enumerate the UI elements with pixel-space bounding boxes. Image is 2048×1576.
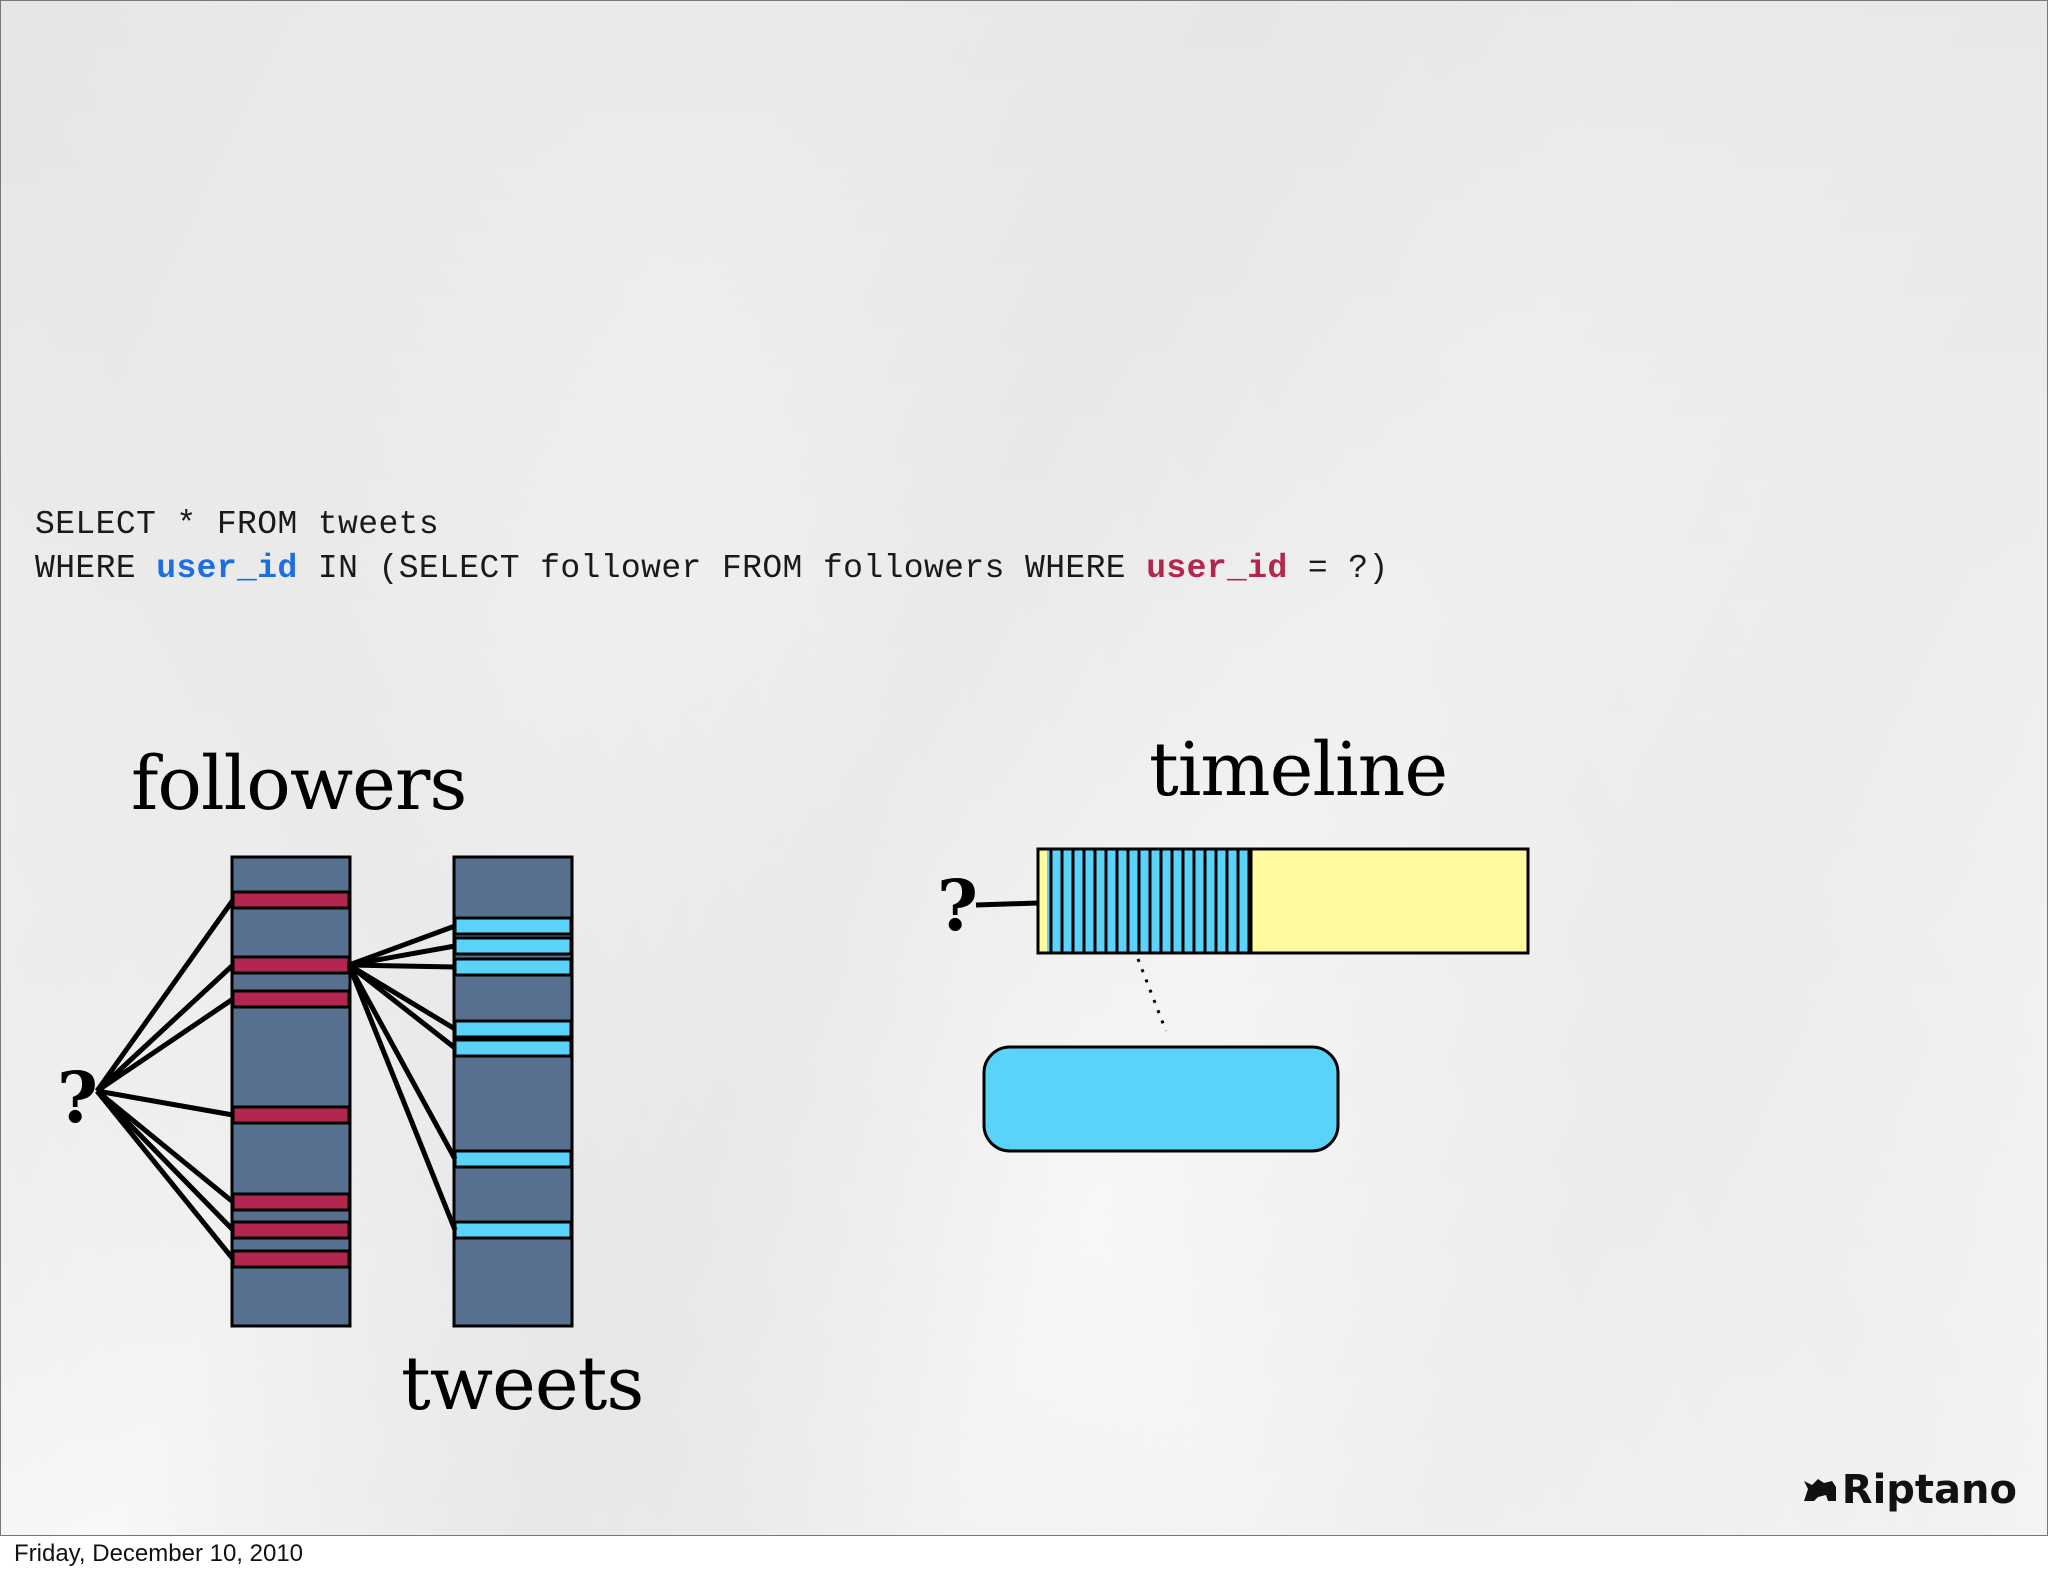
follower-stripe <box>231 1105 351 1125</box>
follower-stripe <box>231 1220 351 1240</box>
followers-column <box>230 855 352 1328</box>
tweet-stripe <box>453 1220 573 1240</box>
fanout-line <box>95 1089 235 1261</box>
followers-label: followers <box>131 741 467 827</box>
fanout-line <box>95 963 235 1093</box>
dotted-connector <box>1136 958 1168 1032</box>
follower-stripe <box>231 989 351 1009</box>
timeline-pointer-line <box>975 900 1039 908</box>
fanout-line <box>95 996 235 1094</box>
rhino-icon <box>1803 1479 1836 1501</box>
tweet-link-line <box>348 962 456 970</box>
follower-stripe <box>231 890 351 910</box>
sql-line-1: SELECT * FROM tweets <box>35 506 440 543</box>
tweets-column <box>452 855 574 1328</box>
tweet-detail-box <box>982 1045 1340 1153</box>
query-fanout-lines <box>94 898 236 1261</box>
logo-text: Riptano <box>1841 1467 2017 1513</box>
sql-line-2: WHERE user_id IN (SELECT follower FROM f… <box>35 550 1389 587</box>
tweet-link-line <box>346 964 458 1231</box>
fanout-line <box>95 1089 235 1204</box>
tweet-stripe <box>453 936 573 956</box>
fanout-line <box>95 1089 235 1232</box>
follower-to-tweets-lines <box>346 923 458 1231</box>
sql-param: = ?) <box>1287 550 1389 587</box>
sql-user-id-outer: user_id <box>156 550 298 587</box>
tweet-stripe <box>453 1019 573 1039</box>
tweet-stripe <box>453 957 573 977</box>
sql-where: WHERE <box>35 550 157 587</box>
sql-subquery: IN (SELECT follower FROM followers WHERE <box>297 550 1147 587</box>
tweet-link-line <box>348 943 456 968</box>
follower-stripe <box>231 955 351 975</box>
query-marker-left: ? <box>57 1056 99 1139</box>
tweet-stripe <box>453 1149 573 1169</box>
riptano-logo: Riptano <box>1802 1467 2017 1513</box>
tweet-stripe <box>453 1038 573 1058</box>
follower-stripe <box>231 1192 351 1212</box>
footer-date: Friday, December 10, 2010 <box>14 1540 304 1567</box>
timeline-bar <box>1036 847 1530 955</box>
tweet-link-line <box>348 923 456 968</box>
fanout-line <box>96 1088 234 1118</box>
timeline-label: timeline <box>1149 727 1448 813</box>
query-marker-right: ? <box>937 864 979 947</box>
sql-user-id-inner: user_id <box>1146 550 1288 587</box>
tweet-link-line <box>346 963 458 1161</box>
follower-stripe <box>231 1249 351 1269</box>
tweets-label: tweets <box>401 1341 644 1427</box>
tweet-stripe <box>453 916 573 936</box>
tweet-link-line <box>347 963 457 1050</box>
fanout-line <box>94 898 236 1093</box>
diagram-canvas <box>94 847 1530 1328</box>
slide: SELECT * FROM tweets WHERE user_id IN (S… <box>0 0 2048 1536</box>
